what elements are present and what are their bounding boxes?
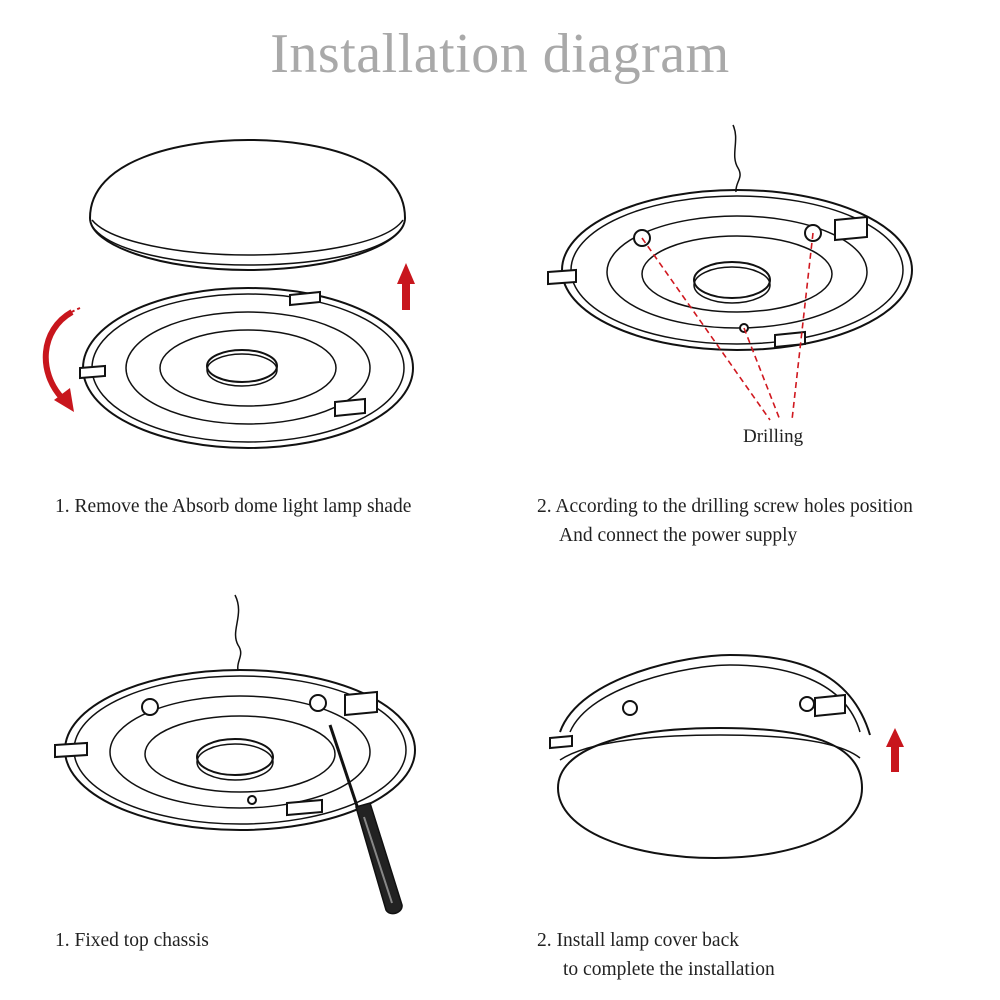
base-chassis [547,189,913,351]
step-4-caption: 2. Install lamp cover back to complete t… [537,930,775,980]
step-1-caption: 1. Remove the Absorb dome light lamp sha… [55,496,412,517]
step-3-caption: 1. Fixed top chassis [55,930,209,951]
screw-hole [247,795,257,805]
step-1-illustration [0,130,480,470]
up-arrow-icon [397,263,415,310]
screw-hole [309,694,327,712]
screwdriver-icon [328,724,403,915]
dome-shade [88,138,407,272]
screw-hole [622,700,638,716]
up-arrow-icon [886,728,904,772]
screw-hole [799,696,815,712]
step-3-illustration [40,585,440,925]
base-chassis [549,653,871,750]
base-chassis [79,287,414,449]
power-cable [732,124,741,193]
step-2-illustration: Drilling [530,120,950,460]
power-cable [234,594,242,671]
dome-shade [556,726,864,860]
base-chassis [54,669,416,831]
screw-hole [141,698,159,716]
step-4-illustration [530,640,950,900]
drilling-guide-lines [641,232,814,421]
step-2-caption: 2. According to the drilling screw holes… [537,496,913,546]
page-title: Installation diagram [270,23,730,85]
drilling-label: Drilling [743,426,804,447]
curved-rotate-arrow-icon [42,307,81,412]
